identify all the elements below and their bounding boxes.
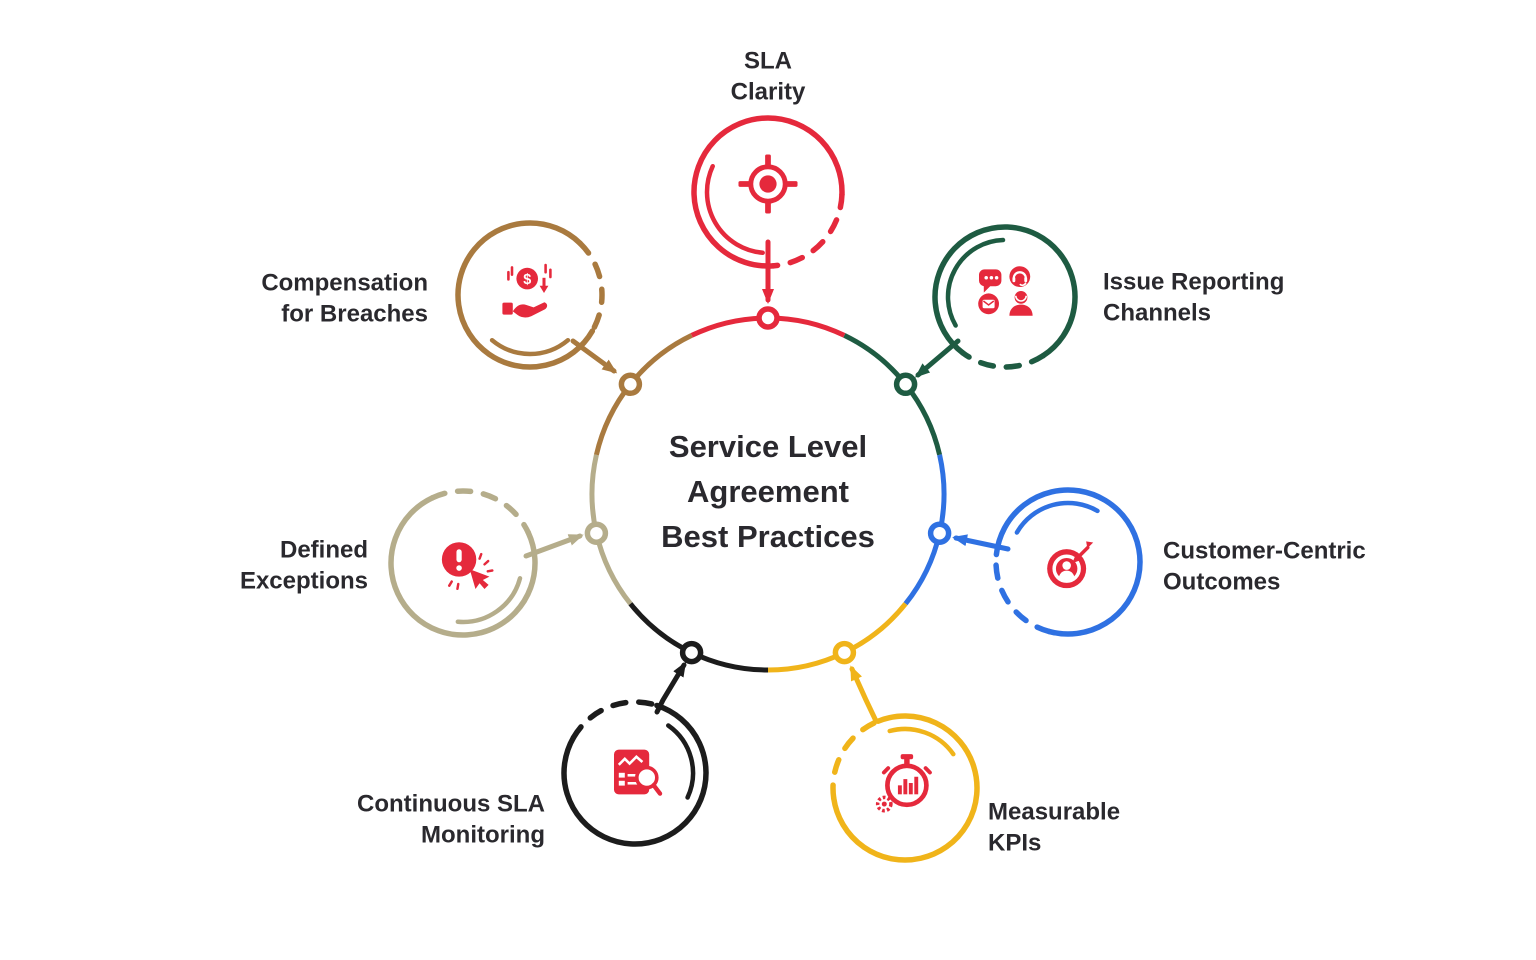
label-compensation-for-breaches: Compensation xyxy=(261,269,428,296)
satellite-ring-solid xyxy=(932,224,1078,359)
monitoring-doc-icon xyxy=(614,749,663,796)
satellite-ring-dashed xyxy=(993,551,1053,635)
diagram-title-line: Agreement xyxy=(687,474,849,509)
customer-target-icon xyxy=(1047,541,1094,589)
label-defined-exceptions: Exceptions xyxy=(240,567,368,594)
label-sla-clarity: Clarity xyxy=(731,78,806,105)
satellite-ring-solid xyxy=(561,702,709,847)
exception-click-icon xyxy=(441,542,494,591)
junction-node-defined-exceptions xyxy=(584,521,609,545)
satellite-ring-dashed xyxy=(577,240,605,334)
satellite-ring-solid xyxy=(993,487,1143,637)
satellite-ring-dashed xyxy=(830,718,881,801)
diagram-title-line: Best Practices xyxy=(661,519,875,554)
satellite-ring-dashed xyxy=(770,191,845,269)
satellite-inner-accent xyxy=(945,237,1006,328)
satellite-inner-accent xyxy=(1014,500,1100,535)
satellite-compensation-for-breaches: $ Compensation for Breaches xyxy=(261,220,618,374)
satellite-inner-accent xyxy=(887,726,956,757)
satellite-inner-accent xyxy=(455,576,523,625)
label-measurable-kpis: Measurable xyxy=(988,798,1120,825)
satellite-ring-solid xyxy=(388,495,538,638)
connector-arrow-defined-exceptions xyxy=(523,533,584,559)
label-issue-reporting-channels: Issue Reporting xyxy=(1103,268,1284,295)
compensation-hand-icon: $ xyxy=(502,263,552,318)
channels-icon xyxy=(978,266,1033,316)
target-icon xyxy=(738,154,798,214)
label-continuous-sla-monitoring: Monitoring xyxy=(421,821,545,848)
satellite-sla-clarity: SLA Clarity xyxy=(691,47,845,304)
satellite-ring-solid xyxy=(455,220,596,370)
label-defined-exceptions: Defined xyxy=(280,536,368,563)
satellite-ring-solid xyxy=(830,713,980,863)
junction-node-customer-centric-outcomes xyxy=(927,521,952,545)
label-compensation-for-breaches: for Breaches xyxy=(281,300,428,327)
junction-node-continuous-sla-monitoring xyxy=(679,640,704,665)
connector-arrow-measurable-kpis xyxy=(849,665,879,724)
satellite-ring-dashed xyxy=(570,699,660,741)
label-issue-reporting-channels: Channels xyxy=(1103,299,1211,326)
label-customer-centric-outcomes: Customer-Centric xyxy=(1163,537,1366,564)
satellite-continuous-sla-monitoring: Continuous SLA Monitoring xyxy=(357,661,709,848)
stopwatch-kpi-icon xyxy=(875,754,932,813)
connector-arrow-customer-centric-outcomes xyxy=(952,534,1011,552)
satellite-inner-accent xyxy=(666,723,696,800)
satellite-ring-dashed xyxy=(960,350,1046,370)
junction-node-measurable-kpis xyxy=(832,640,857,665)
connector-arrow-issue-reporting-channels xyxy=(914,338,961,378)
satellite-inner-accent xyxy=(704,163,765,256)
satellite-ring-dashed xyxy=(429,488,531,536)
junction-node-issue-reporting-channels xyxy=(893,372,918,397)
satellite-ring-solid xyxy=(691,115,845,269)
satellite-inner-accent xyxy=(489,337,571,357)
connector-arrow-compensation-for-breaches xyxy=(570,338,618,374)
label-customer-centric-outcomes: Outcomes xyxy=(1163,568,1280,595)
label-sla-clarity: SLA xyxy=(744,47,792,74)
junction-node-sla-clarity xyxy=(756,306,780,330)
diagram-title-line: Service Level xyxy=(669,429,867,464)
connector-arrow-continuous-sla-monitoring xyxy=(654,661,687,715)
label-measurable-kpis: KPIs xyxy=(988,829,1041,856)
dollar-glyph: $ xyxy=(523,272,531,288)
junction-node-compensation-for-breaches xyxy=(618,372,643,397)
label-continuous-sla-monitoring: Continuous SLA xyxy=(357,790,545,817)
